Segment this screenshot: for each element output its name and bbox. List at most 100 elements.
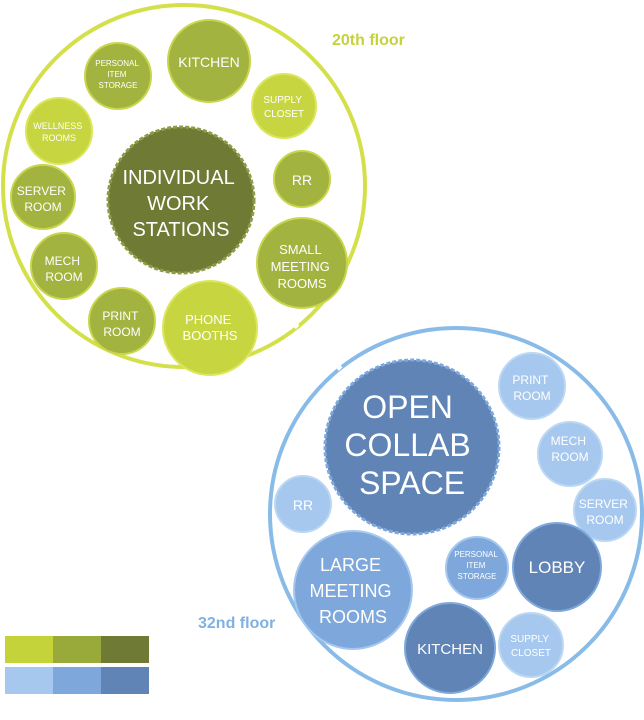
node-label: LARGE [320,555,381,575]
node-label: MEETING [271,259,330,274]
node-label: SUPPLY [263,95,302,106]
svg-text:OPEN COLLAB SPACE: OPEN COLLAB SPACE [344,389,479,501]
svg-text:KITCHEN: KITCHEN [417,641,483,658]
legend-scale-low: SPEED [6,700,40,711]
svg-text:RR: RR [293,497,313,513]
node-label: SMALL [279,242,321,257]
node-mech-upper: MECH ROOM [30,232,98,300]
node-label: ITEM [107,70,126,79]
node-server-upper: SERVER ROOM [10,164,76,230]
svg-text:SERVER ROOM: SERVER ROOM [579,497,631,527]
node-print-lower: PRINT ROOM [498,352,566,420]
legend-dashed-label: Near Adjacency [88,567,171,579]
node-label: INDIVIDUAL [122,167,234,189]
svg-text:PRINT ROOM: PRINT ROOM [102,309,141,339]
node-label: SERVER [579,497,628,511]
swatch-green-dark [101,636,149,663]
svg-text:MECH ROOM: MECH ROOM [45,254,84,284]
node-label: LOBBY [529,558,586,577]
swatch-green-mid [53,636,101,663]
node-label: WELLNESS [33,121,82,131]
node-label: ROOM [45,270,82,284]
svg-text:PRINT ROOM: PRINT ROOM [512,373,551,403]
node-print-upper: PRINT ROOM [88,287,156,355]
node-label: ROOM [103,325,140,339]
node-rr-upper: RR [273,150,331,208]
node-mech-lower: MECH ROOM [537,421,603,487]
node-lobby-lower: LOBBY [512,522,602,612]
node-label: BOOTHS [183,328,238,343]
svg-text:KITCHEN: KITCHEN [178,54,239,70]
node-label: ITEM [466,561,485,570]
svg-text:PERSONAL ITEM STOR: PERSONAL ITEM STORAGE [95,59,141,90]
legend-scale-high: STATIC [108,700,143,711]
swatch-blue-light [5,667,53,694]
svg-text:INDIVIDUAL WORK ST: INDIVIDUAL WORK STATIONS [122,167,239,241]
node-wellness-upper: WELLNESS ROOMS [25,97,93,165]
legend-solid-label: Direct Adjacency [88,596,178,608]
node-kitchen-lower: KITCHEN [404,602,496,694]
node-label: CLOSET [511,648,551,659]
node-label: RR [293,497,313,513]
node-label: ROOM [513,389,550,403]
svg-text:RR: RR [292,172,312,188]
node-supply-closet-upper: SUPPLY CLOSET [251,73,317,139]
svg-text:WELLNESS ROOMS: WELLNESS ROOMS [33,121,85,143]
node-label: ROOM [551,450,588,464]
node-label: CLOSET [264,109,304,120]
svg-text:PHONE BOOTHS: PHONE BOOTHS [183,312,238,343]
swatch-blue-dark [101,667,149,694]
node-label: ROOMS [277,276,326,291]
node-personal-storage-lower: PERSONAL ITEM STORAGE [445,536,509,600]
node-small-meeting-upper: SMALL MEETING ROOMS [256,217,348,309]
node-label: PRINT [512,373,549,387]
node-phone-booths-upper: PHONE BOOTHS [162,280,258,376]
node-label: PHONE [185,312,232,327]
node-label: STORAGE [458,572,497,581]
svg-text:PERSONAL ITEM STOR: PERSONAL ITEM STORAGE [454,550,500,581]
node-label: RR [292,172,312,188]
swatch-blue-mid [53,667,101,694]
node-label: OPEN [362,389,453,425]
node-server-lower: SERVER ROOM [573,478,637,542]
svg-text:LOBBY: LOBBY [529,558,586,577]
node-label: MECH [551,434,586,448]
node-label: KITCHEN [178,54,239,70]
legend: Near Adjacency Direct Adjacency SPEED ST… [5,567,178,711]
node-label: MECH [45,254,80,268]
node-label: ROOMS [42,133,76,143]
node-label: WORK [147,193,210,215]
node-label: ROOM [24,200,61,214]
node-label: STATIONS [132,219,229,241]
svg-text:SMALL MEETING ROOM: SMALL MEETING ROOMS [271,242,334,291]
swatch-green-light [5,636,53,663]
node-label: PERSONAL [95,59,139,68]
svg-text:SERVER ROOM: SERVER ROOM [17,184,69,214]
node-large-meeting-lower: LARGE MEETING ROOMS [293,530,413,650]
floor-link-line [216,248,354,382]
node-label: KITCHEN [417,641,483,658]
lower-floor-ring [268,326,644,702]
node-open-collab-space: OPEN COLLAB SPACE [323,358,501,536]
node-label: PRINT [102,309,139,323]
node-label: ROOM [586,513,623,527]
node-rr-lower: RR [274,475,332,533]
node-label: SERVER [17,184,66,198]
svg-text:SUPPLY CLOSET: SUPPLY CLOSET [510,634,551,659]
node-label: ROOMS [319,607,387,627]
node-label: MEETING [309,581,391,601]
node-label: COLLAB [344,427,470,463]
node-individual-work-stations: INDIVIDUAL WORK STATIONS [106,125,256,275]
node-supply-closet-lower: SUPPLY CLOSET [498,612,564,678]
svg-text:LARGE MEETING ROOM: LARGE MEETING ROOMS [309,555,396,627]
node-kitchen-upper: KITCHEN [167,19,251,103]
svg-text:SUPPLY CLOSET: SUPPLY CLOSET [263,95,304,120]
node-label: SPACE [359,465,465,501]
svg-text:MECH ROOM: MECH ROOM [551,434,590,464]
node-label: SUPPLY [510,634,549,645]
node-label: PERSONAL [454,550,498,559]
upper-floor-label: 20th floor [332,32,405,49]
lower-floor-label: 32nd floor [198,615,275,632]
node-label: STORAGE [99,81,138,90]
